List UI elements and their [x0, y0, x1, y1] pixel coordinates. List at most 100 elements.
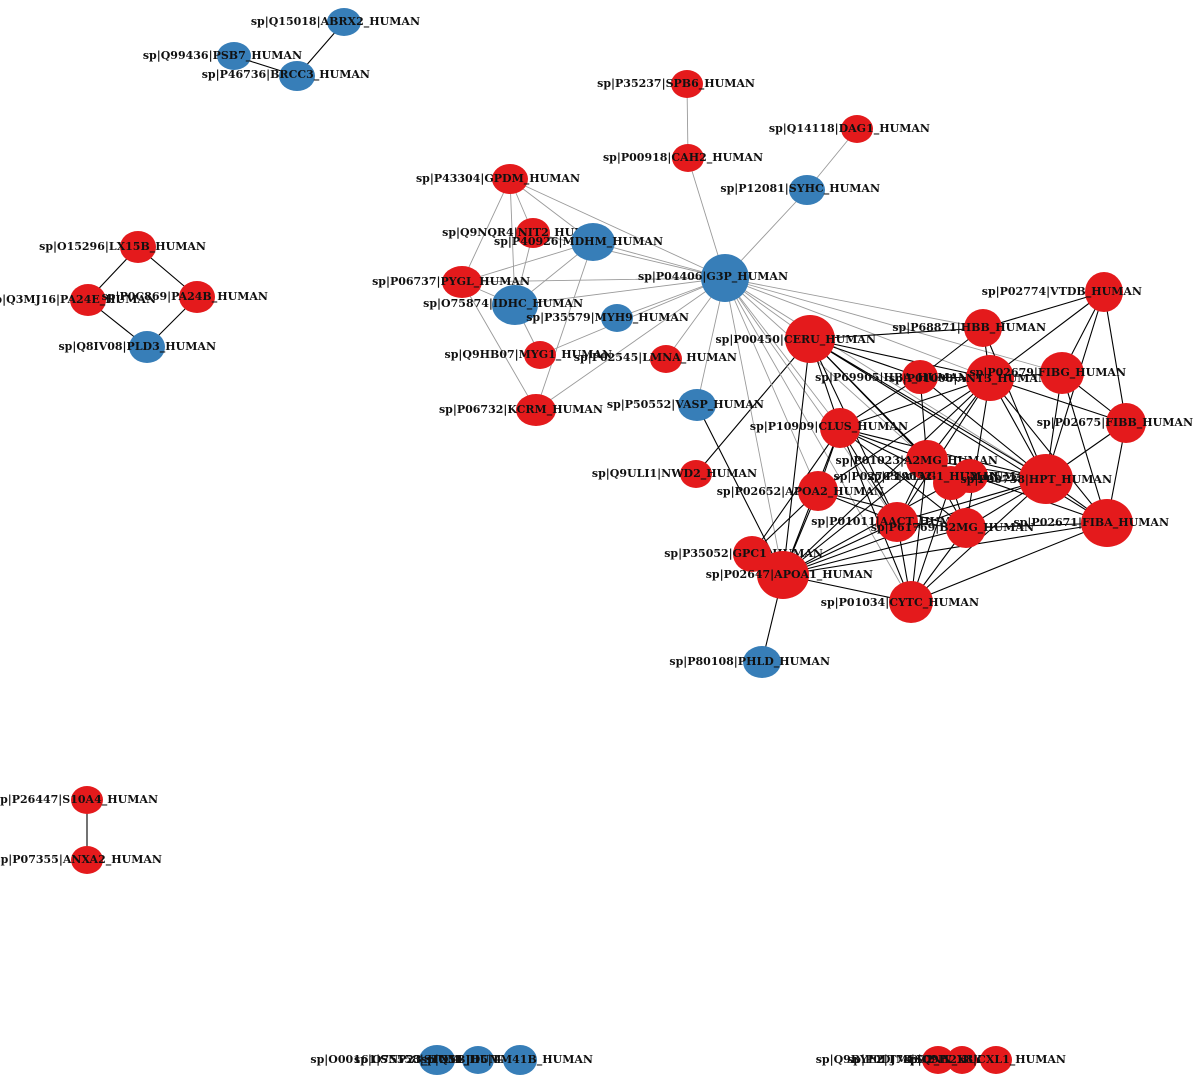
node-phld[interactable]: sp|P80108|PHLD_HUMAN — [669, 646, 830, 678]
node-scnn[interactable]: sp|P0DJ78|SCNN_HUMAN — [847, 1046, 1008, 1074]
node-circle-hbb[interactable] — [964, 309, 1002, 347]
node-circle-lmna[interactable] — [650, 345, 682, 373]
node-label-apoa2: sp|P02652|APOA2_HUMAN — [717, 485, 884, 499]
node-circle-b2mg[interactable] — [946, 508, 986, 548]
node-circle-ant3[interactable] — [966, 355, 1014, 401]
node-gpdm[interactable]: sp|P43304|GPDM_HUMAN — [416, 164, 580, 194]
node-psb7[interactable]: sp|Q99436|PSB7_HUMAN — [143, 42, 302, 70]
node-hpt[interactable]: sp|P00738|HPT_HUMAN — [960, 454, 1112, 504]
node-circle-nwd2[interactable] — [680, 460, 712, 488]
node-circle-syhc[interactable] — [789, 175, 825, 205]
node-circle-kcrm[interactable] — [516, 394, 556, 426]
node-myh9[interactable]: sp|P35579|MYH9_HUMAN — [526, 304, 689, 332]
node-fibg[interactable]: sp|P02679|FIBG_HUMAN — [969, 352, 1126, 394]
node-clus[interactable]: sp|P10909|CLUS_HUMAN — [750, 408, 908, 448]
node-circle-phld[interactable] — [743, 646, 781, 678]
node-fiba[interactable]: sp|P02671|FIBA_HUMAN — [1014, 499, 1169, 547]
node-hbb[interactable]: sp|P68871|HBB_HUMAN — [892, 309, 1046, 347]
node-circle-lx15b[interactable] — [120, 231, 156, 263]
node-nit2[interactable]: sp|Q9NQR4|NIT2_HUMAN — [442, 218, 605, 248]
node-circle-myg1[interactable] — [524, 341, 556, 369]
node-tmed2[interactable]: sp|Q9BYE2|TMED2_HUMAN — [816, 1046, 990, 1074]
node-circle-pld3[interactable] — [129, 331, 165, 363]
node-syhc[interactable]: sp|P12081|SYHC_HUMAN — [720, 175, 880, 205]
node-circle-apoa1[interactable] — [757, 551, 809, 599]
node-circle-fibb[interactable] — [1106, 403, 1146, 443]
node-circle-g3p[interactable] — [701, 254, 749, 302]
node-idhc[interactable]: sp|O75874|IDHC_HUMAN — [423, 285, 583, 325]
edge-g3p-apoa2 — [724, 277, 819, 492]
node-circle-pa24e[interactable] — [70, 284, 106, 316]
node-circle-hba[interactable] — [902, 360, 938, 394]
node-nwd2[interactable]: sp|Q9ULI1|NWD2_HUMAN — [592, 460, 757, 488]
node-g3p[interactable]: sp|P04406|G3P_HUMAN — [638, 254, 788, 302]
node-circle-psb7[interactable] — [217, 42, 251, 70]
node-spb6[interactable]: sp|P35237|SPB6_HUMAN — [597, 70, 755, 98]
node-circle-cytc[interactable] — [889, 581, 933, 623]
node-circle-myh9[interactable] — [601, 304, 633, 332]
node-cah2[interactable]: sp|P00918|CAH2_HUMAN — [603, 144, 763, 172]
node-circle-abrx2[interactable] — [327, 8, 361, 36]
node-tm41b[interactable]: sp|Q5BJD5|TM41B_HUMAN — [421, 1045, 593, 1075]
node-snp23[interactable]: sp|O00161|SNP23_HUMAN — [310, 1045, 478, 1075]
node-myg1[interactable]: sp|Q9HB07|MYG1_HUMAN — [445, 341, 612, 369]
node-aact[interactable]: sp|P01011|AACT_HUMAN — [811, 502, 970, 542]
node-circle-fiba[interactable] — [1081, 499, 1133, 547]
node-circle-idhc[interactable] — [492, 285, 538, 325]
node-pld3[interactable]: sp|Q8IV08|PLD3_HUMAN — [58, 331, 216, 363]
node-circle-stx11[interactable] — [462, 1046, 494, 1074]
node-circle-fibg[interactable] — [1040, 352, 1084, 394]
node-ant3[interactable]: sp|P01008|ANT3_HUMAN — [889, 355, 1048, 401]
node-circle-nit2[interactable] — [516, 218, 550, 248]
node-circle-spb6[interactable] — [671, 70, 703, 98]
node-circle-scnn[interactable] — [947, 1046, 977, 1074]
node-circle-s10a4[interactable] — [71, 786, 103, 814]
node-pa24e[interactable]: sp|Q3MJ16|PA24E_HUMAN — [0, 284, 156, 316]
node-b2mg[interactable]: sp|P61769|B2MG_HUMAN — [871, 508, 1034, 548]
node-mdhm[interactable]: sp|P40926|MDHM_HUMAN — [494, 223, 663, 261]
node-circle-pygl[interactable] — [442, 266, 482, 298]
node-circle-ceru[interactable] — [785, 315, 835, 363]
node-circle-mdhm[interactable] — [571, 223, 615, 261]
node-brcc3[interactable]: sp|P46736|BRCC3_HUMAN — [202, 61, 370, 91]
node-circle-tmed2[interactable] — [922, 1046, 954, 1074]
node-circle-cxl1[interactable] — [980, 1046, 1012, 1074]
node-circle-snp23[interactable] — [419, 1045, 455, 1075]
node-circle-anxa2[interactable] — [71, 846, 103, 874]
node-circle-aact[interactable] — [876, 502, 918, 542]
node-circle-tm41b[interactable] — [503, 1045, 537, 1075]
node-vtdb[interactable]: sp|P02774|VTDB_HUMAN — [982, 272, 1142, 312]
node-circle-apoa2[interactable] — [798, 471, 838, 511]
node-circle-a2mg[interactable] — [906, 440, 948, 480]
node-abrx2[interactable]: sp|Q15018|ABRX2_HUMAN — [251, 8, 420, 36]
node-circle-clus[interactable] — [820, 408, 860, 448]
node-cxl1[interactable]: sp|Q9H2X8|CXL1_HUMAN — [904, 1046, 1066, 1074]
node-cytc[interactable]: sp|P01034|CYTC_HUMAN — [821, 581, 979, 623]
node-ceru[interactable]: sp|P00450|CERU_HUMAN — [715, 315, 876, 363]
node-stx11[interactable]: sp|O75558|STX11_HUMAN — [354, 1046, 520, 1074]
node-anxa2[interactable]: sp|P07355|ANXA2_HUMAN — [0, 846, 162, 874]
node-circle-brcc3[interactable] — [279, 61, 315, 91]
node-lx15b[interactable]: sp|O15296|LX15B_HUMAN — [39, 231, 206, 263]
node-circle-vasp[interactable] — [678, 389, 716, 421]
node-circle-vtdb[interactable] — [1085, 272, 1123, 312]
node-lmna[interactable]: sp|P02545|LMNA_HUMAN — [574, 345, 737, 373]
node-apoa2[interactable]: sp|P02652|APOA2_HUMAN — [717, 471, 884, 511]
node-fibb[interactable]: sp|P02675|FIBB_HUMAN — [1037, 403, 1193, 443]
node-a1ag1[interactable]: sp|P02763|A1AG1_HUMAN — [834, 466, 1000, 500]
node-kcrm[interactable]: sp|P06732|KCRM_HUMAN — [439, 394, 603, 426]
node-circle-dag1[interactable] — [841, 115, 873, 143]
node-apoa1[interactable]: sp|P02647|APOA1_HUMAN — [706, 551, 873, 599]
node-pa24b[interactable]: sp|P0C869|PA24B_HUMAN — [102, 281, 268, 313]
node-hba[interactable]: sp|P69905|HBA_HUMAN — [815, 360, 968, 394]
node-pygl[interactable]: sp|P06737|PYGL_HUMAN — [372, 266, 530, 298]
node-s10a4[interactable]: sp|P26447|S10A4_HUMAN — [0, 786, 158, 814]
node-circle-hpt[interactable] — [1019, 454, 1073, 504]
node-circle-a1ag1[interactable] — [933, 466, 969, 500]
node-vasp[interactable]: sp|P50552|VASP_HUMAN — [607, 389, 764, 421]
node-label-myg1: sp|Q9HB07|MYG1_HUMAN — [445, 348, 612, 362]
node-circle-gpdm[interactable] — [492, 164, 528, 194]
node-circle-cah2[interactable] — [672, 144, 704, 172]
node-dag1[interactable]: sp|Q14118|DAG1_HUMAN — [769, 115, 930, 143]
node-circle-pa24b[interactable] — [179, 281, 215, 313]
